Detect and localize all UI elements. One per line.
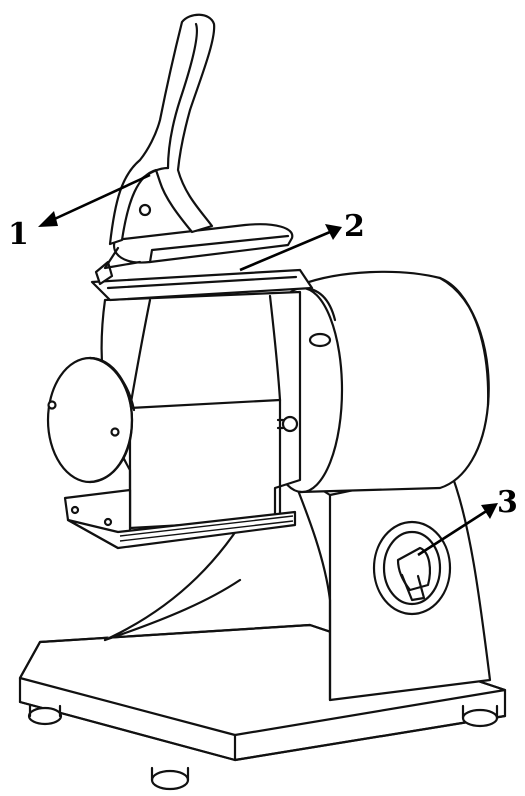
callout-label-2: 2 bbox=[344, 209, 365, 244]
callout-arrow-2 bbox=[239, 224, 342, 272]
callout-arrow-3 bbox=[417, 503, 498, 557]
callout-label-3: 3 bbox=[497, 485, 518, 520]
output-chute bbox=[63, 488, 297, 550]
lever-handle bbox=[108, 13, 216, 246]
machine-feet bbox=[27, 704, 499, 791]
switch-housing bbox=[372, 520, 452, 616]
side-cover-disk bbox=[46, 356, 136, 484]
callout-arrow-1 bbox=[38, 173, 151, 227]
callout-label-1: 1 bbox=[8, 217, 29, 252]
hopper-rim bbox=[90, 260, 314, 302]
pusher-plate bbox=[103, 223, 294, 270]
